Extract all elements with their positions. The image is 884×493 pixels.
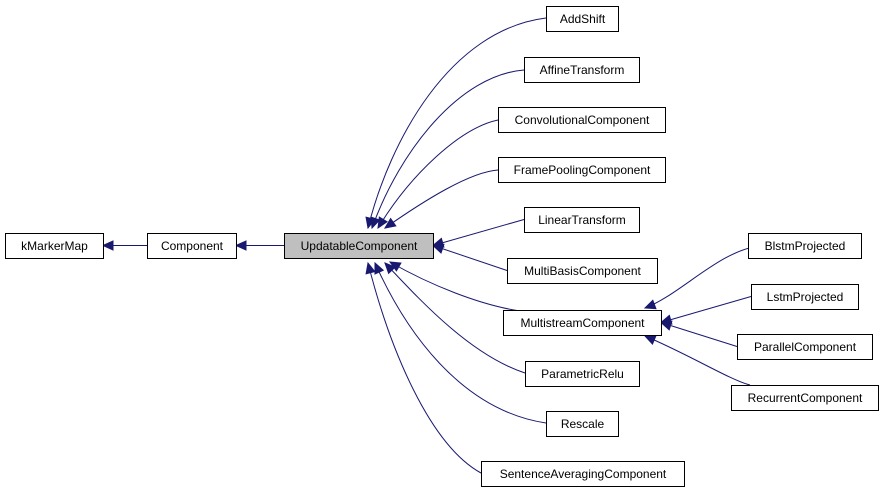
node-box (731, 385, 879, 411)
node-label: ParallelComponent (754, 340, 857, 354)
node-box (748, 233, 862, 259)
edge-multibasiscomponent-to-updatablecomponent-arrowhead (431, 243, 445, 254)
node-linear-transform[interactable]: LinearTransform (524, 207, 640, 233)
node-parametric-relu[interactable]: ParametricRelu (525, 361, 640, 387)
edge-rescale-to-updatablecomponent (374, 262, 547, 424)
node-convolutional-component[interactable]: ConvolutionalComponent (498, 107, 666, 133)
node-frame-pooling-component[interactable]: FramePoolingComponent (498, 157, 666, 183)
node-label: FramePoolingComponent (514, 163, 651, 177)
edge-affinetransform-to-updatablecomponent-arrowhead (370, 216, 381, 230)
node-box (284, 233, 434, 259)
edge-parametricrelu-to-updatablecomponent-arrowhead (384, 262, 397, 275)
node-k-marker-map[interactable]: kMarkerMap (5, 233, 104, 259)
node-add-shift[interactable]: AddShift (546, 6, 619, 32)
node-multi-basis-component[interactable]: MultiBasisComponent (507, 258, 658, 284)
edge-sentenceaveragingcomponent-to-updatablecomponent-arrowhead (365, 261, 376, 275)
node-label: UpdatableComponent (301, 239, 418, 253)
node-label: LinearTransform (538, 213, 626, 227)
node-recurrent-component[interactable]: RecurrentComponent (731, 385, 879, 411)
node-label: Component (161, 239, 224, 253)
edge-recurrentcomponent-to-multistreamcomponent (644, 335, 751, 386)
edge-parallelcomponent-to-multistreamcomponent (660, 322, 738, 347)
node-sentence-averaging-component[interactable]: SentenceAveragingComponent (481, 461, 685, 487)
node-box (503, 310, 662, 336)
node-parallel-component[interactable]: ParallelComponent (737, 334, 873, 360)
edge-lineartransform-to-updatablecomponent (432, 219, 525, 246)
edge-affinetransform-to-updatablecomponent (371, 69, 525, 229)
node-box (546, 6, 619, 32)
edge-recurrentcomponent-to-multistreamcomponent-arrowhead (643, 335, 657, 345)
node-multistream-component[interactable]: MultistreamComponent (503, 310, 662, 336)
node-box (751, 284, 859, 310)
edge-lstmprojected-to-multistreamcomponent (660, 296, 752, 323)
edge-blstmprojected-to-multistreamcomponent-arrowhead (643, 299, 657, 310)
node-box (498, 157, 666, 183)
node-box (147, 233, 237, 259)
node-label: AffineTransform (540, 63, 625, 77)
node-box (737, 334, 873, 360)
edge-convolutionalcomponent-to-updatablecomponent (377, 119, 499, 229)
node-label: LstmProjected (767, 290, 844, 304)
node-box (524, 207, 640, 233)
edge-framepoolingcomponent-to-updatablecomponent (384, 169, 499, 229)
node-label: AddShift (560, 12, 606, 26)
edge-component-to-kmarkermap-arrowhead (101, 240, 114, 251)
node-label: BlstmProjected (765, 239, 846, 253)
node-rescale[interactable]: Rescale (546, 411, 619, 437)
node-label: SentenceAveragingComponent (500, 467, 667, 481)
edge-multistreamcomponent-to-updatablecomponent (389, 261, 521, 312)
node-lstm-projected[interactable]: LstmProjected (751, 284, 859, 310)
node-box (498, 107, 666, 133)
node-affine-transform[interactable]: AffineTransform (524, 57, 640, 83)
node-box (525, 361, 640, 387)
edge-framepoolingcomponent-to-updatablecomponent-arrowhead (384, 217, 397, 229)
node-label: Rescale (561, 417, 605, 431)
node-label: RecurrentComponent (748, 391, 863, 405)
edge-rescale-to-updatablecomponent-arrowhead (374, 261, 385, 275)
edge-updatablecomponent-to-component-arrowhead (234, 240, 247, 251)
node-label: ConvolutionalComponent (515, 113, 650, 127)
edge-multibasiscomponent-to-updatablecomponent (432, 245, 508, 271)
node-updatable-component[interactable]: UpdatableComponent (284, 233, 434, 259)
node-label: kMarkerMap (21, 239, 88, 253)
node-blstm-projected[interactable]: BlstmProjected (748, 233, 862, 259)
edge-addshift-to-updatablecomponent (367, 17, 547, 229)
edge-blstmprojected-to-multistreamcomponent (644, 245, 761, 309)
edge-sentenceaveragingcomponent-to-updatablecomponent (367, 262, 482, 474)
edge-parametricrelu-to-updatablecomponent (384, 262, 526, 374)
node-label: MultistreamComponent (520, 316, 645, 330)
node-box (5, 233, 104, 259)
edge-convolutionalcomponent-to-updatablecomponent-arrowhead (377, 216, 388, 230)
node-component[interactable]: Component (147, 233, 237, 259)
node-box (546, 411, 619, 437)
node-box (481, 461, 685, 487)
edge-parallelcomponent-to-multistreamcomponent-arrowhead (659, 320, 673, 331)
node-label: ParametricRelu (541, 367, 624, 381)
node-box (524, 57, 640, 83)
node-label: MultiBasisComponent (524, 264, 641, 278)
node-box (507, 258, 658, 284)
